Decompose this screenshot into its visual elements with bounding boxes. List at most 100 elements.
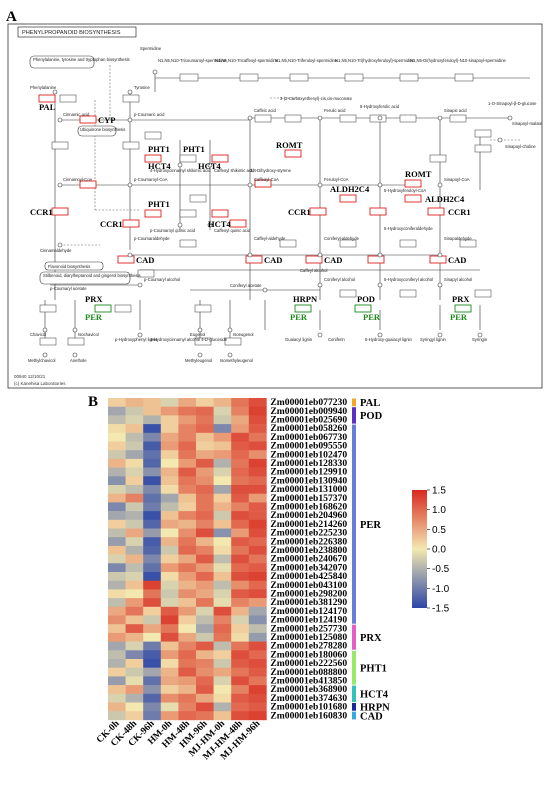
heatmap-cell xyxy=(160,493,179,503)
heatmap-cell xyxy=(213,493,232,503)
group-label: CAD xyxy=(360,711,383,722)
heatmap-cell xyxy=(178,502,197,512)
gene-label: Zm00001eb067730 xyxy=(270,432,347,443)
heatmap-cell xyxy=(108,476,126,486)
heatmap-cell xyxy=(160,615,179,625)
heatmap-cell xyxy=(108,537,126,547)
heatmap-cell xyxy=(108,511,126,521)
heatmap-cell xyxy=(248,632,267,642)
heatmap-cell xyxy=(125,554,144,564)
heatmap-cell xyxy=(196,650,214,660)
label-ccr1-a: CCR1 xyxy=(30,207,53,217)
gene-label: Zm00001eb225230 xyxy=(270,528,347,539)
heatmap-cell xyxy=(160,502,179,512)
heatmap-cell xyxy=(196,415,214,425)
heatmap-cell xyxy=(125,398,144,407)
heatmap-cell xyxy=(231,650,250,660)
heatmap-cell xyxy=(125,415,144,425)
label-hct4-a: HCT4 xyxy=(148,161,171,171)
gene-label: Zm00001eb226380 xyxy=(270,536,347,547)
svg-text:Syringin: Syringin xyxy=(472,337,488,342)
heatmap-cell xyxy=(213,632,232,642)
heatmap-cell xyxy=(248,676,267,686)
heatmap-cell xyxy=(196,685,214,695)
heatmap-cell xyxy=(196,458,214,468)
group-label: HRPN xyxy=(360,703,390,714)
svg-text:Caffeic acid: Caffeic acid xyxy=(254,108,276,113)
heatmap-cell xyxy=(196,589,214,599)
gene-label: Zm00001eb278280 xyxy=(270,641,347,652)
heatmap-cell xyxy=(248,693,267,703)
pathway-link-boxes xyxy=(29,55,131,285)
label-per-c: PER xyxy=(363,312,381,322)
group-label: PAL xyxy=(360,398,380,409)
heatmap-cell xyxy=(125,659,144,668)
heatmap-cell xyxy=(178,424,197,434)
heatmap-cell xyxy=(125,519,144,529)
gene-label: Zm00001eb157370 xyxy=(270,493,347,504)
heatmap-cell xyxy=(231,545,250,555)
gene-label: Zm00001eb102470 xyxy=(270,449,347,460)
heatmap-cell xyxy=(231,458,250,468)
compound-nodes xyxy=(42,69,513,358)
heatmap-cell xyxy=(196,432,214,442)
heatmap-cell xyxy=(178,685,197,695)
gene-label: Zm00001eb214260 xyxy=(270,519,347,530)
enzyme-name-labels: PAL CYP PHT1 PHT1 HCT4 HCT4 ROMT ROMT AL… xyxy=(30,102,471,322)
gene-label: Zm00001eb101680 xyxy=(270,702,347,713)
heatmap-cell xyxy=(213,615,232,625)
panel-b-heatmap: B Zm00001eb077230Zm00001eb009940Zm00001e… xyxy=(88,394,450,762)
svg-text:3,4-Dihydroxy-styrene: 3,4-Dihydroxy-styrene xyxy=(250,168,292,173)
heatmap-cell xyxy=(125,693,144,703)
gene-label: Zm00001eb168620 xyxy=(270,502,347,513)
heatmap-cell xyxy=(108,676,126,686)
heatmap-cell xyxy=(231,641,250,651)
heatmap-cell xyxy=(196,711,214,721)
heatmap-cell xyxy=(196,615,214,625)
heatmap-cell xyxy=(125,572,144,581)
map-footer-1: 00940 12/10/21 xyxy=(14,374,46,379)
heatmap-cell xyxy=(143,476,162,486)
heatmap-cell xyxy=(143,511,162,521)
svg-text:Stilbenoid, diarylheptanoid an: Stilbenoid, diarylheptanoid and gingerol… xyxy=(43,273,141,278)
svg-text:N1,N5,N10-Tricoumaroyl-spermid: N1,N5,N10-Tricoumaroyl-spermidine xyxy=(158,58,227,63)
heatmap-cell xyxy=(248,511,267,521)
heatmap-cell xyxy=(108,424,126,434)
heatmap-cell xyxy=(213,441,232,451)
heatmap-cell xyxy=(143,711,162,721)
map-title: PHENYLPROPANOID BIOSYNTHESIS xyxy=(22,30,121,36)
group-color-bar xyxy=(352,650,356,685)
svg-text:Coniferyl-aldehyde: Coniferyl-aldehyde xyxy=(324,236,360,241)
heatmap-cell xyxy=(196,485,214,494)
heatmap-cell xyxy=(160,667,179,677)
gene-label: Zm00001eb413850 xyxy=(270,676,347,687)
heatmap-cell xyxy=(125,589,144,599)
heatmap-cell xyxy=(160,415,179,425)
heatmap-cell xyxy=(248,589,267,599)
map-frame xyxy=(7,23,543,389)
heatmap-cell xyxy=(196,702,214,712)
heatmap-cell xyxy=(108,450,126,460)
heatmap-cell xyxy=(213,424,232,434)
heatmap-cell xyxy=(108,415,126,425)
group-label: PER xyxy=(360,520,381,531)
heatmap-cell xyxy=(125,485,144,494)
heatmap-cell xyxy=(125,450,144,460)
heatmap-cell xyxy=(143,554,162,564)
heatmap-cell xyxy=(231,702,250,712)
gene-label: Zm00001eb298200 xyxy=(270,589,347,600)
heatmap-cell xyxy=(125,702,144,712)
heatmap-cell xyxy=(160,432,179,442)
heatmap-cell xyxy=(108,406,126,416)
heatmap-cell xyxy=(108,528,126,538)
heatmap-cell xyxy=(248,519,267,529)
heatmap-cell xyxy=(231,493,250,503)
heatmap-cell xyxy=(160,685,179,695)
heatmap-cell xyxy=(143,572,162,581)
heatmap-cell xyxy=(213,676,232,686)
panel-b-letter: B xyxy=(88,394,98,410)
heatmap-cell xyxy=(160,458,179,468)
gene-label: Zm00001eb043100 xyxy=(270,580,347,591)
group-color-bar xyxy=(352,711,356,720)
